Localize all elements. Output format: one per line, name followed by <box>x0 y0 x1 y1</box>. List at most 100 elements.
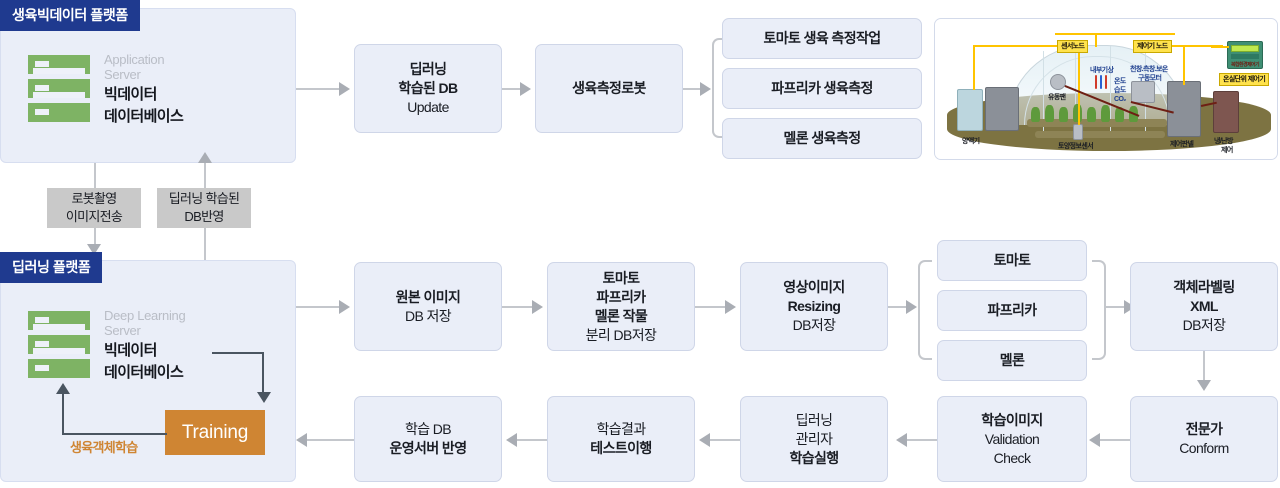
node-line: 생육측정로봇 <box>572 80 646 96</box>
connector-training-feedback-v <box>62 393 64 435</box>
crop-plant <box>1115 107 1124 122</box>
bracket-top-fanout <box>712 38 726 138</box>
label-drive-motor: 구동모터 <box>1138 75 1162 82</box>
node-train-db-to-ops[interactable]: 학습 DB 운영서버 반영 <box>354 396 502 482</box>
server-label-group: Deep Learning Server 빅데이터 데이터베이스 <box>104 308 186 382</box>
connector-conform-to-validation <box>1100 439 1130 441</box>
node-crop-split-db[interactable]: 토마토 파프리카 멜론 작물 분리 DB저장 <box>547 262 695 351</box>
node-line: 학습 DB <box>404 421 452 437</box>
node-train-result-test[interactable]: 학습결과 테스트이행 <box>547 396 695 482</box>
connector-trainrun-to-test <box>710 439 740 441</box>
temperature-indicator <box>1095 75 1097 89</box>
node-melon[interactable]: 멜론 <box>937 340 1087 381</box>
crop-plant <box>1031 107 1040 122</box>
controller-keys <box>1231 54 1259 59</box>
connector-db-apply-lower <box>204 228 206 260</box>
node-line: DB저장 <box>1182 317 1226 333</box>
node-line: 분리 DB저장 <box>585 326 657 343</box>
chip-robot-capture-line2: 이미지전송 <box>65 209 123 224</box>
node-line: 파프리카 <box>987 302 1037 318</box>
node-line: 토마토 생육 측정작업 <box>763 30 881 46</box>
label-nutrient-supply: 양액기 <box>962 138 980 145</box>
node-line: 파프리카 <box>596 288 646 305</box>
greenhouse-rib <box>1110 46 1111 131</box>
connector-original-to-split <box>502 306 532 308</box>
label-internal-weather: 내부기상 <box>1090 67 1114 74</box>
wire-controller-device <box>1211 46 1229 48</box>
label-soil-info-sensor: 토양정보센서 <box>1058 143 1094 150</box>
node-line: 파프리카 생육측정 <box>771 80 873 96</box>
label-circulation-fan: 유동팬 <box>1048 94 1066 101</box>
wire-sensor-bus <box>973 45 1073 47</box>
server-block-deeplearning: Deep Learning Server 빅데이터 데이터베이스 <box>28 308 186 382</box>
label-cooling-heating-2: 제어 <box>1221 147 1233 154</box>
arrow-right-crop-branch <box>906 300 917 314</box>
node-line: 객체라벨링 <box>1173 279 1235 295</box>
wire-sensor-drop-left <box>973 45 975 90</box>
arrow-right-dlupdate <box>339 82 350 96</box>
arrow-left-platform2 <box>296 433 307 447</box>
greenhouse-illustration-panel: 양액기 유동팬 토양정보센서 제어판넬 냉/난방 제어 내부기상 온도 습도 C… <box>934 18 1278 160</box>
node-tomato-growth-task[interactable]: 토마토 생육 측정작업 <box>722 18 922 59</box>
arrow-left-test <box>699 433 710 447</box>
connector-robot-capture-upper <box>94 163 96 188</box>
connector-p2-to-original <box>296 306 339 308</box>
server-icon <box>28 311 90 379</box>
crop-bed <box>1027 119 1167 127</box>
node-train-image-validation[interactable]: 학습이미지 Validation Check <box>937 396 1087 482</box>
node-line: 관리자 <box>795 430 833 447</box>
node-paprika-growth-measure[interactable]: 파프리카 생육측정 <box>722 68 922 109</box>
node-line: 원본 이미지 <box>395 288 461 305</box>
wire-controller-drop <box>1183 45 1185 85</box>
crop-plant <box>1087 107 1096 122</box>
node-expert-conform[interactable]: 전문가 Conform <box>1130 396 1278 482</box>
label-humidity: 습도 <box>1114 87 1126 94</box>
connector-db-to-training-h <box>212 352 264 354</box>
node-line: 운영서버 반영 <box>389 440 468 456</box>
connector-robot-to-branch <box>683 88 701 90</box>
node-dl-admin-train-run[interactable]: 딥러닝 관리자 학습실행 <box>740 396 888 482</box>
node-object-labeling-xml[interactable]: 객체라벨링 XML DB저장 <box>1130 262 1278 351</box>
bracket-mid-fanout <box>918 260 932 360</box>
node-original-image-db[interactable]: 원본 이미지 DB 저장 <box>354 262 502 351</box>
node-growth-measure-robot[interactable]: 생육측정로봇 <box>535 44 683 133</box>
drive-motor-icon <box>1131 81 1155 103</box>
server-label-group: Application Server 빅데이터 데이터베이스 <box>104 52 184 126</box>
node-line: XML <box>1190 298 1218 314</box>
arrow-right-original-image <box>339 300 350 314</box>
node-line: 멜론 생육측정 <box>783 130 862 146</box>
co2-indicator <box>1105 75 1107 89</box>
server-main-line2: 데이터베이스 <box>104 108 184 125</box>
node-line: 학습된 DB <box>398 80 458 96</box>
greenhouse-scene: 양액기 유동팬 토양정보센서 제어판넬 냉/난방 제어 내부기상 온도 습도 C… <box>935 19 1277 159</box>
chip-db-apply-line1: 딥러닝 학습된 <box>168 191 240 206</box>
soil-info-sensor <box>1073 124 1083 140</box>
training-box[interactable]: Training <box>165 410 265 455</box>
node-line: 딥러닝 <box>409 61 447 77</box>
wire-sensor-drop-mid <box>1078 45 1080 65</box>
server-sub-line2: Server <box>104 67 141 82</box>
connector-robot-capture-lower <box>94 228 96 246</box>
node-image-resizing-db[interactable]: 영상이미지 Resizing DB저장 <box>740 262 888 351</box>
node-melon-growth-measure[interactable]: 멜론 생육측정 <box>722 118 922 159</box>
node-paprika[interactable]: 파프리카 <box>937 290 1087 331</box>
node-line: 학습실행 <box>789 449 839 466</box>
node-line: 토마토 <box>993 252 1031 268</box>
arrow-down-conform <box>1197 380 1211 391</box>
label-control-panel: 제어판넬 <box>1170 141 1194 148</box>
node-line: 테스트이행 <box>590 440 652 456</box>
cooling-heating-unit <box>1213 91 1239 133</box>
arrow-down-training <box>257 392 271 403</box>
training-label: Training <box>181 421 249 443</box>
node-dl-db-update[interactable]: 딥러닝 학습된 DB Update <box>354 44 502 133</box>
arrow-right-robot <box>520 82 531 96</box>
chip-robot-capture-line1: 로봇촬영 <box>71 191 117 206</box>
chip-db-apply-line2: DB반영 <box>184 209 224 224</box>
node-tomato[interactable]: 토마토 <box>937 240 1087 281</box>
connector-test-to-opsdb <box>517 439 547 441</box>
control-panel <box>1167 81 1201 137</box>
server-sub-line2: Server <box>104 323 141 338</box>
connector-crops-to-labeling <box>1106 306 1124 308</box>
arrow-right-crop-split <box>532 300 543 314</box>
